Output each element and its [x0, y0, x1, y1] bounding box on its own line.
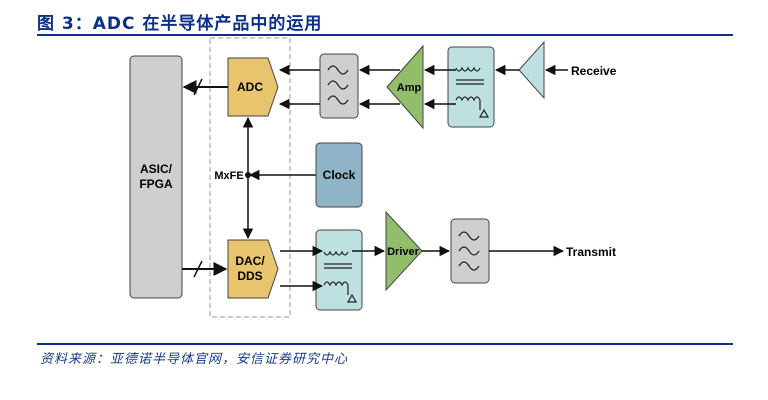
receive-label: Receive	[571, 64, 617, 78]
rx-filter-block	[319, 53, 359, 119]
dac-label: DAC/	[235, 254, 265, 268]
tx-filter-block	[450, 218, 490, 284]
source-divider	[37, 343, 733, 345]
adc-label: ADC	[237, 80, 263, 94]
transformer-coil-icon	[455, 66, 490, 118]
title-divider	[37, 34, 733, 36]
dac-dds-block: DAC/ DDS	[227, 239, 279, 299]
transformer-coil-icon	[323, 250, 358, 303]
clock-label: Clock	[323, 168, 356, 182]
bus-slash-icon	[193, 260, 203, 278]
amp-block: Amp	[386, 44, 424, 130]
transmit-label: Transmit	[566, 245, 616, 259]
asic-label: ASIC/	[140, 162, 173, 176]
asic-fpga-block: ASIC/ FPGA	[129, 55, 183, 299]
figure-title: 图 3：ADC 在半导体产品中的运用	[37, 14, 323, 34]
lna-block	[518, 40, 545, 100]
source-note: 资料来源：亚德诺半导体官网，安信证券研究中心	[40, 352, 349, 367]
filter-wave-icon	[327, 65, 349, 105]
amp-label: Amp	[397, 82, 422, 94]
tx-transformer-block	[315, 229, 363, 311]
bus-slash-icon	[193, 78, 203, 96]
fpga-label: FPGA	[139, 177, 173, 191]
mxfe-boundary	[209, 37, 291, 318]
adc-block: ADC	[227, 57, 279, 117]
rx-transformer-block	[447, 46, 495, 128]
mxfe-label: MxFE	[214, 170, 243, 182]
filter-wave-icon	[458, 231, 480, 271]
dds-label: DDS	[237, 269, 262, 283]
driver-label: Driver	[387, 246, 420, 258]
driver-block: Driver	[385, 210, 423, 292]
clock-block: Clock	[315, 142, 363, 208]
